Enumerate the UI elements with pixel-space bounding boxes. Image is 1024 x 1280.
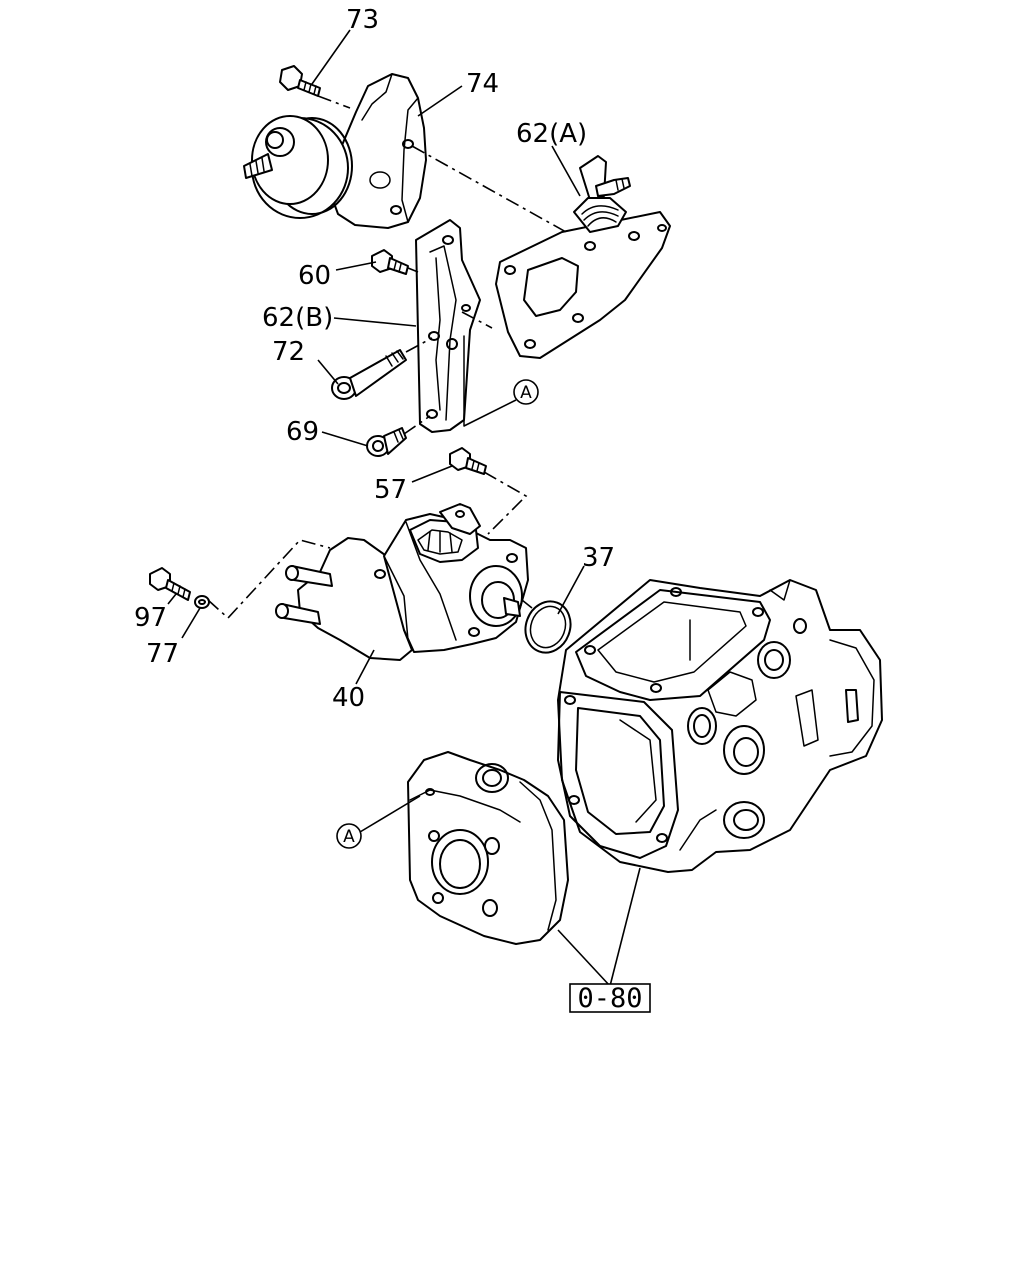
alignment-lines xyxy=(207,95,567,620)
bolt-72 xyxy=(331,349,407,400)
bolt-69 xyxy=(366,427,407,457)
circle-marker-lower-label: A xyxy=(343,827,355,847)
callout-69: 69 xyxy=(286,417,319,447)
reference-box-label: 0-80 xyxy=(577,983,642,1014)
callouts: 73 74 62(A) 60 62(B) 72 69 57 37 97 77 4… xyxy=(134,5,615,713)
callout-62a: 62(A) xyxy=(516,119,587,149)
reference-box: 0-80 xyxy=(569,983,651,1014)
callout-60: 60 xyxy=(298,261,331,291)
callout-77: 77 xyxy=(146,639,179,669)
housing-40 xyxy=(275,503,529,661)
circle-marker-upper: A xyxy=(513,379,539,405)
washer-77 xyxy=(194,595,210,609)
callout-62b: 62(B) xyxy=(262,303,333,333)
leader-lines xyxy=(167,29,641,987)
callout-73: 73 xyxy=(346,5,379,35)
bolt-57 xyxy=(449,447,487,475)
bolt-73 xyxy=(279,65,321,97)
callout-97: 97 xyxy=(134,603,167,633)
bolt-97 xyxy=(149,567,191,601)
bracket-62a xyxy=(495,155,671,359)
callout-40: 40 xyxy=(332,683,365,713)
circle-marker-upper-label: A xyxy=(520,383,532,403)
callout-57: 57 xyxy=(374,475,407,505)
cover-plate xyxy=(407,751,569,945)
o-ring-37 xyxy=(524,600,572,654)
pump-body xyxy=(557,579,883,873)
callout-74: 74 xyxy=(466,69,499,99)
callout-37: 37 xyxy=(582,543,615,573)
vacuum-actuator xyxy=(243,73,427,229)
circle-marker-lower: A xyxy=(336,823,362,849)
bolt-60 xyxy=(371,249,409,275)
lever-62b xyxy=(415,219,481,433)
callout-72: 72 xyxy=(272,337,305,367)
